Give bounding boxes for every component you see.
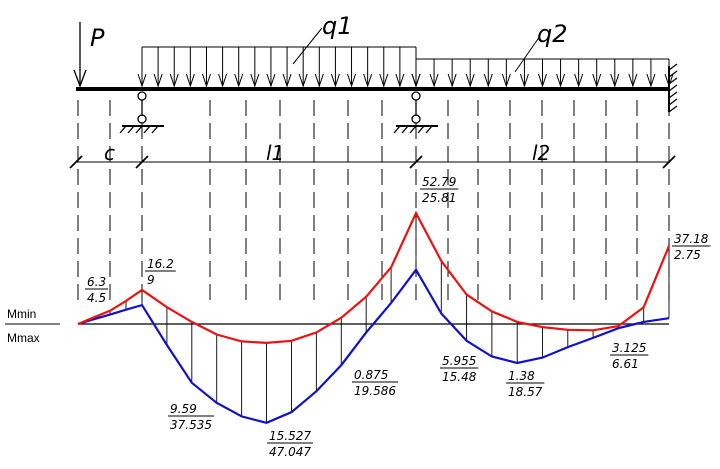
- annotation-mmin-value: 52.79: [422, 175, 456, 189]
- moment-annotation: 1.38 18.57: [506, 369, 545, 399]
- load-arrow-icon: [429, 59, 439, 88]
- load-arrow-icon: [218, 47, 228, 88]
- annotation-mmax-value: 2.75: [674, 248, 701, 262]
- load-arrow-icon: [379, 47, 389, 88]
- distributed-loads: [137, 27, 674, 88]
- annotation-mmin-value: 5.955: [442, 354, 476, 368]
- annotation-mmax-value: 6.61: [612, 357, 639, 371]
- q2-leader: [514, 35, 541, 73]
- q1-leader: [292, 27, 323, 65]
- load-q2: [411, 58, 674, 88]
- load-arrow-icon: [282, 47, 292, 88]
- pin-support-left-icon: [119, 91, 164, 134]
- mmin-line: [77, 210, 671, 345]
- load-arrow-icon: [447, 59, 457, 88]
- load-arrow-icon: [519, 59, 529, 88]
- load-arrow-icon: [363, 47, 373, 88]
- moment-annotation: 16.29: [145, 257, 176, 287]
- load-arrow-icon: [266, 47, 276, 88]
- load-arrow-icon: [201, 47, 211, 88]
- load-arrow-icon: [169, 47, 179, 88]
- moment-annotation: 15.527 47.047: [267, 429, 313, 459]
- moment-annotation: 3.125 6.61: [610, 341, 649, 371]
- annotation-mmax-value: 37.535: [170, 418, 212, 432]
- load-right-label: q2: [537, 20, 568, 48]
- load-arrow-icon: [483, 59, 493, 88]
- span-l2-label: l2: [532, 141, 550, 165]
- load-arrow-icon: [234, 47, 244, 88]
- annotation-mmax-value: 47.047: [269, 445, 311, 459]
- axis-label-mmin: Mmin: [7, 307, 36, 321]
- moment-annotation: 9.59 37.535: [168, 402, 214, 432]
- load-arrow-icon: [314, 47, 324, 88]
- load-arrow-icon: [153, 47, 163, 88]
- load-left-label: q1: [322, 12, 353, 40]
- annotation-mmax-value: 9: [147, 273, 155, 287]
- load-arrow-icon: [250, 47, 260, 88]
- span-l1-label: l1: [266, 141, 284, 165]
- moment-annotations: 6.34.516.299.5937.53515.52747.0470.87519…: [85, 175, 711, 459]
- annotation-mmin-value: 16.2: [147, 257, 174, 271]
- annotation-mmin-value: 9.59: [170, 402, 197, 416]
- load-arrow-icon: [330, 47, 340, 88]
- span-c-label: c: [104, 141, 115, 165]
- load-arrow-icon: [610, 59, 620, 88]
- load-arrow-icon: [501, 59, 511, 88]
- annotation-mmax-value: 4.5: [87, 291, 106, 305]
- moment-annotation: 52.79 25.81: [420, 175, 459, 205]
- annotation-mmin-value: 6.3: [87, 275, 106, 289]
- annotation-mmax-value: 25.81: [422, 191, 456, 205]
- moment-annotation: 6.34.5: [85, 275, 109, 305]
- pin-support-middle-icon: [393, 91, 438, 134]
- fixed-support-icon: [668, 63, 678, 113]
- annotation-mmax-value: 18.57: [508, 385, 543, 399]
- load-arrow-icon: [395, 47, 405, 88]
- force-label: P: [90, 24, 105, 52]
- load-arrow-icon: [664, 59, 674, 88]
- load-arrow-icon: [628, 59, 638, 88]
- load-arrow-icon: [574, 59, 584, 88]
- axis-label-mmax: Mmax: [7, 331, 40, 345]
- load-arrow-icon: [185, 47, 195, 88]
- load-arrow-icon: [592, 59, 602, 88]
- load-arrow-icon: [298, 47, 308, 88]
- point-load-arrow-icon: [73, 22, 87, 88]
- annotation-mmin-value: 3.125: [612, 341, 646, 355]
- annotation-mmin-value: 37.18: [674, 232, 709, 246]
- annotation-mmin-value: 15.527: [269, 429, 311, 443]
- load-arrow-icon: [347, 47, 357, 88]
- moment-hatching: [93, 213, 670, 423]
- annotation-mmin-value: 1.38: [508, 369, 535, 383]
- annotation-mmax-value: 19.586: [354, 384, 396, 398]
- load-arrow-icon: [538, 59, 547, 88]
- load-arrow-icon: [465, 59, 475, 88]
- dimension-line: [69, 155, 676, 169]
- load-arrow-icon: [137, 47, 147, 88]
- moment-annotation: 0.875 19.586: [352, 368, 398, 398]
- moment-annotation: 5.955 15.48: [440, 354, 479, 384]
- load-q1: [137, 46, 421, 88]
- mmax-line: [77, 267, 670, 424]
- moment-annotation: 37.18 2.75: [672, 232, 711, 262]
- load-arrow-icon: [646, 59, 656, 88]
- annotation-mmax-value: 15.48: [442, 370, 477, 384]
- load-arrow-icon: [411, 59, 421, 88]
- annotation-mmin-value: 0.875: [354, 368, 388, 382]
- load-arrow-icon: [556, 59, 566, 88]
